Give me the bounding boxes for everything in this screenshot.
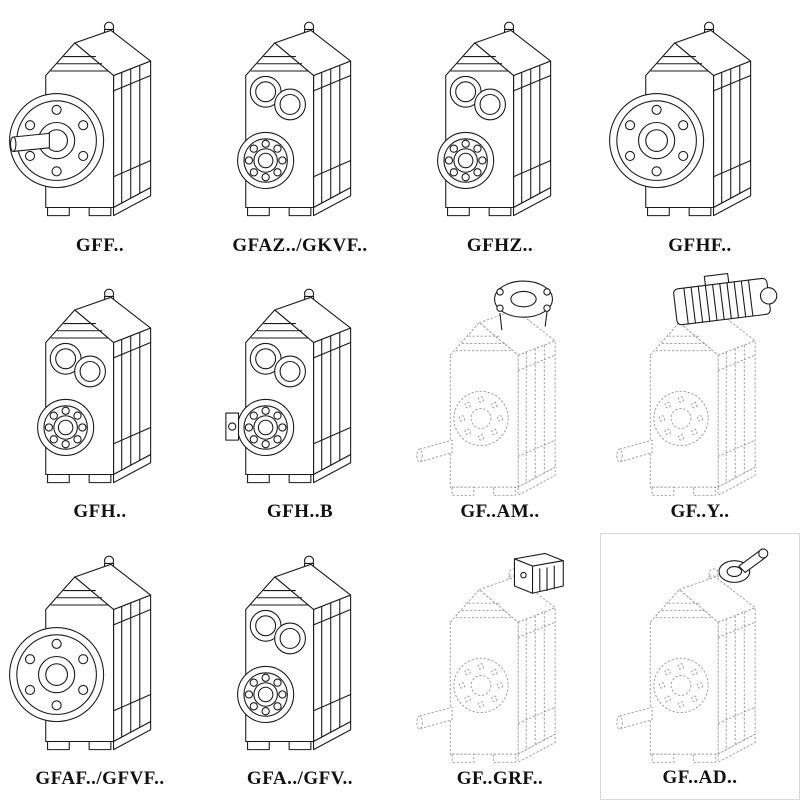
catalog-cell: GFAF../GFVF.. [0, 533, 200, 800]
helical-gearbox-input-shaft-adapter-drawing [601, 536, 799, 767]
helical-gearbox-output-flange-drawing [0, 535, 200, 768]
catalog-cell: GF..Y.. [600, 267, 800, 534]
catalog-cell: GFAZ../GKVF.. [200, 0, 400, 267]
model-label: GFHZ.. [466, 234, 534, 256]
helical-gearbox-hollow-shaft-shrink-disc-drawing [400, 2, 600, 235]
catalog-cell: GF..AM.. [400, 267, 600, 534]
catalog-cell: GF..GRF.. [400, 533, 600, 800]
catalog-cell: GFHZ.. [400, 0, 600, 267]
catalog-cell: GFA../GFV.. [200, 533, 400, 800]
helical-gearbox-hollow-shaft-output-flange-drawing [600, 2, 800, 235]
model-label: GFA../GFV.. [246, 767, 354, 789]
catalog-cell: GFH.. [0, 267, 200, 534]
model-label: GF..Y.. [670, 501, 730, 523]
model-label: GFH..B [266, 501, 334, 523]
catalog-cell: GF..AD.. [600, 533, 800, 800]
helical-gearbox-hollow-shaft-fixing-element-drawing [200, 269, 400, 502]
helical-gearbox-hollow-shaft-small-flange-drawing [200, 2, 400, 235]
model-label: GF..AD.. [662, 766, 738, 788]
model-label: GFAZ../GKVF.. [232, 234, 368, 256]
catalog-cell: GFHF.. [600, 0, 800, 267]
model-label: GFAF../GFVF.. [35, 767, 165, 789]
model-label: GFF.. [75, 234, 125, 256]
helical-gearbox-input-adapter-box-drawing [400, 535, 600, 768]
helical-gearbox-iec-motor-adapter-drawing [400, 269, 600, 502]
helical-gearbox-hollow-shaft-drawing [0, 269, 200, 502]
model-label: GF..AM.. [460, 501, 540, 523]
model-label: GFH.. [73, 501, 127, 523]
model-label: GFHF.. [668, 234, 732, 256]
catalog-cell: GFF.. [0, 0, 200, 267]
helical-gearbox-foot-mounted-drawing [200, 535, 400, 768]
catalog-cell: GFH..B [200, 267, 400, 534]
model-label: GF..GRF.. [456, 767, 544, 789]
helical-gearbox-output-flange-solid-shaft-drawing [0, 2, 200, 235]
helical-gearmotor-with-motor-drawing [600, 269, 800, 502]
